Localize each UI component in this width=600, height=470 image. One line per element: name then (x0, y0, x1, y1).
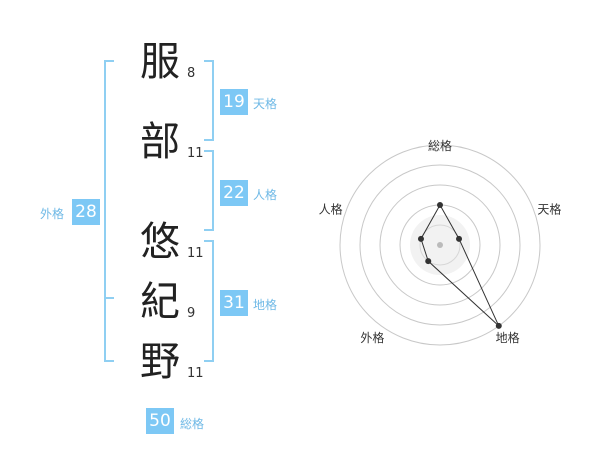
stroke-count-5: 11 (187, 366, 204, 381)
radar-series-line (420, 203, 500, 327)
radar-grid-ring (379, 184, 501, 306)
soukaku-value: 50 (146, 408, 174, 434)
radar-point-1 (437, 202, 443, 208)
stroke-count-2: 11 (187, 146, 204, 161)
jinkaku-bracket (204, 150, 214, 231)
radar-axis-label-5: 人格 (319, 201, 343, 216)
name-char-4: 紀 (140, 279, 180, 325)
gaikaku-value: 28 (72, 199, 100, 225)
jinkaku-value: 22 (220, 180, 248, 206)
name-char-5: 野 (140, 339, 180, 385)
radar-point-3 (495, 322, 502, 329)
tenkaku-bracket (204, 60, 214, 141)
name-char-3: 悠 (140, 219, 180, 265)
name-char-1: 服 (140, 39, 180, 85)
stroke-count-3: 11 (187, 246, 204, 261)
radar-center-dot (437, 242, 443, 248)
soukaku-label: 総格 (180, 417, 205, 431)
gaikaku-label: 外格 (40, 207, 65, 221)
radar-axis-label-4: 外格 (360, 330, 384, 345)
radar-point-4 (425, 258, 432, 265)
radar-axis-label-1: 総格 (428, 138, 452, 153)
gaikaku-bracket-tick (106, 297, 114, 299)
stroke-count-4: 9 (187, 306, 196, 321)
tenkaku-value: 19 (220, 89, 248, 115)
chikaku-bracket (204, 240, 214, 362)
chikaku-value: 31 (220, 290, 248, 316)
chikaku-label: 地格 (253, 298, 278, 312)
radar-axis-label-3: 地格 (496, 330, 520, 345)
radar-axis-label-2: 天格 (537, 201, 561, 216)
name-char-2: 部 (140, 119, 180, 165)
stroke-count-1: 8 (187, 66, 196, 81)
radar-point-2 (456, 235, 463, 242)
radar-grid-ring (359, 164, 521, 326)
jinkaku-label: 人格 (253, 188, 278, 202)
radar-point-5 (417, 235, 424, 242)
tenkaku-label: 天格 (253, 97, 278, 111)
gaikaku-bracket (104, 60, 114, 362)
radar-grid-ring (339, 144, 541, 346)
